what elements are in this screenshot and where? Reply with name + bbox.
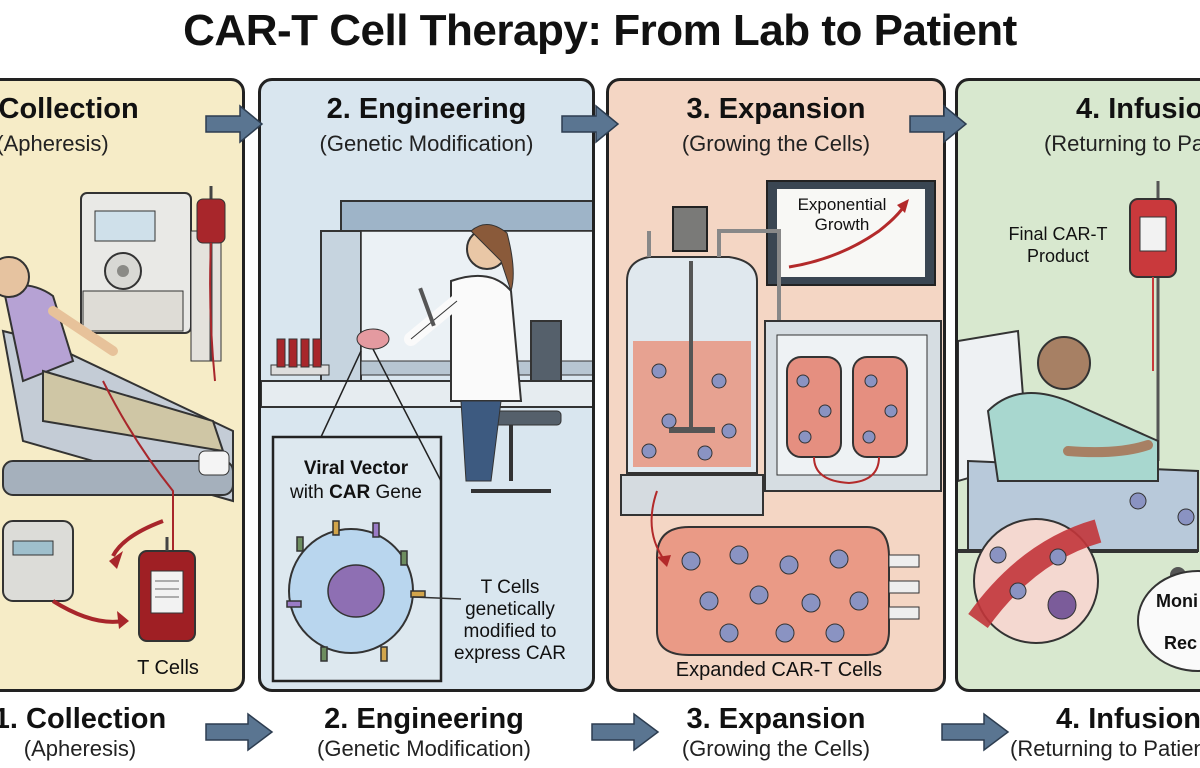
expanded-cart-label: Expanded CAR-T Cells — [675, 659, 883, 681]
arrow-icon — [941, 712, 1010, 752]
infusion-illustration — [958, 181, 1200, 672]
bottom-step-heading: 4. Infusion — [1056, 703, 1200, 735]
viral-vector-line2-post: Gene — [370, 482, 423, 503]
arrow-icon — [205, 104, 264, 144]
t-cells-modified-label: T Cells genetically modified to express … — [454, 577, 566, 664]
panel-collection: 1. Collection (Apheresis) — [0, 78, 245, 692]
panel-subheading: (Growing the Cells) — [681, 131, 871, 156]
panel-subheading: (Genetic Modification) — [319, 131, 534, 156]
bioreactor-illustration — [620, 180, 942, 656]
bottom-step-sub: (Genetic Modification) — [317, 736, 531, 761]
panel-engineering: 2. Engineering (Genetic Modification) — [258, 78, 595, 692]
panel-heading: 3. Expansion — [686, 93, 866, 125]
lab-illustration — [261, 200, 592, 683]
bottom-step-heading: 1. Collection — [0, 703, 167, 735]
viral-vector-car: CAR — [329, 482, 371, 503]
recovery-label: Rec — [1164, 633, 1198, 653]
bottom-step-engineering: 2. Engineering (Genetic Modification) — [296, 703, 552, 762]
bottom-step-expansion: 3. Expansion (Growing the Cells) — [664, 703, 888, 762]
arrow-icon — [205, 712, 274, 752]
panel-heading: 1. Collection — [0, 93, 139, 125]
panel-subheading: (Apheresis) — [0, 131, 109, 156]
bottom-step-sub: (Returning to Patient) — [1010, 736, 1200, 761]
arrow-icon — [591, 712, 660, 752]
bottom-step-sub: (Apheresis) — [23, 736, 137, 761]
panel-infusion: 4. Infusion (Returning to Patient) Final… — [955, 78, 1200, 692]
monitoring-label: Moni — [1156, 591, 1198, 611]
final-product-label: Final CAR-T Product — [1008, 224, 1108, 266]
exponential-growth-label: Exponential Growth — [797, 195, 887, 234]
viral-vector-line2-pre: with — [289, 482, 330, 503]
t-cells-label: T Cells — [137, 657, 199, 679]
panel-heading: 4. Infusion — [1076, 93, 1200, 125]
arrow-icon — [561, 104, 620, 144]
panel-heading: 2. Engineering — [326, 93, 527, 125]
arrow-icon — [909, 104, 968, 144]
panel-expansion: 3. Expansion (Growing the Cells) — [606, 78, 946, 692]
page-title: CAR-T Cell Therapy: From Lab to Patient — [183, 6, 1017, 55]
panel-subheading: (Returning to Patient) — [1043, 131, 1200, 156]
apheresis-illustration — [0, 186, 234, 642]
bottom-step-heading: 2. Engineering — [324, 703, 524, 735]
bottom-step-infusion: 4. Infusion (Returning to Patient) — [1010, 703, 1200, 762]
viral-vector-label: Viral Vector with CAR Gene — [281, 457, 431, 505]
bottom-step-sub: (Growing the Cells) — [681, 736, 871, 761]
viral-vector-line1: Viral Vector — [303, 458, 409, 479]
bottom-step-heading: 3. Expansion — [686, 703, 866, 735]
bottom-step-collection: 1. Collection (Apheresis) — [0, 703, 180, 762]
